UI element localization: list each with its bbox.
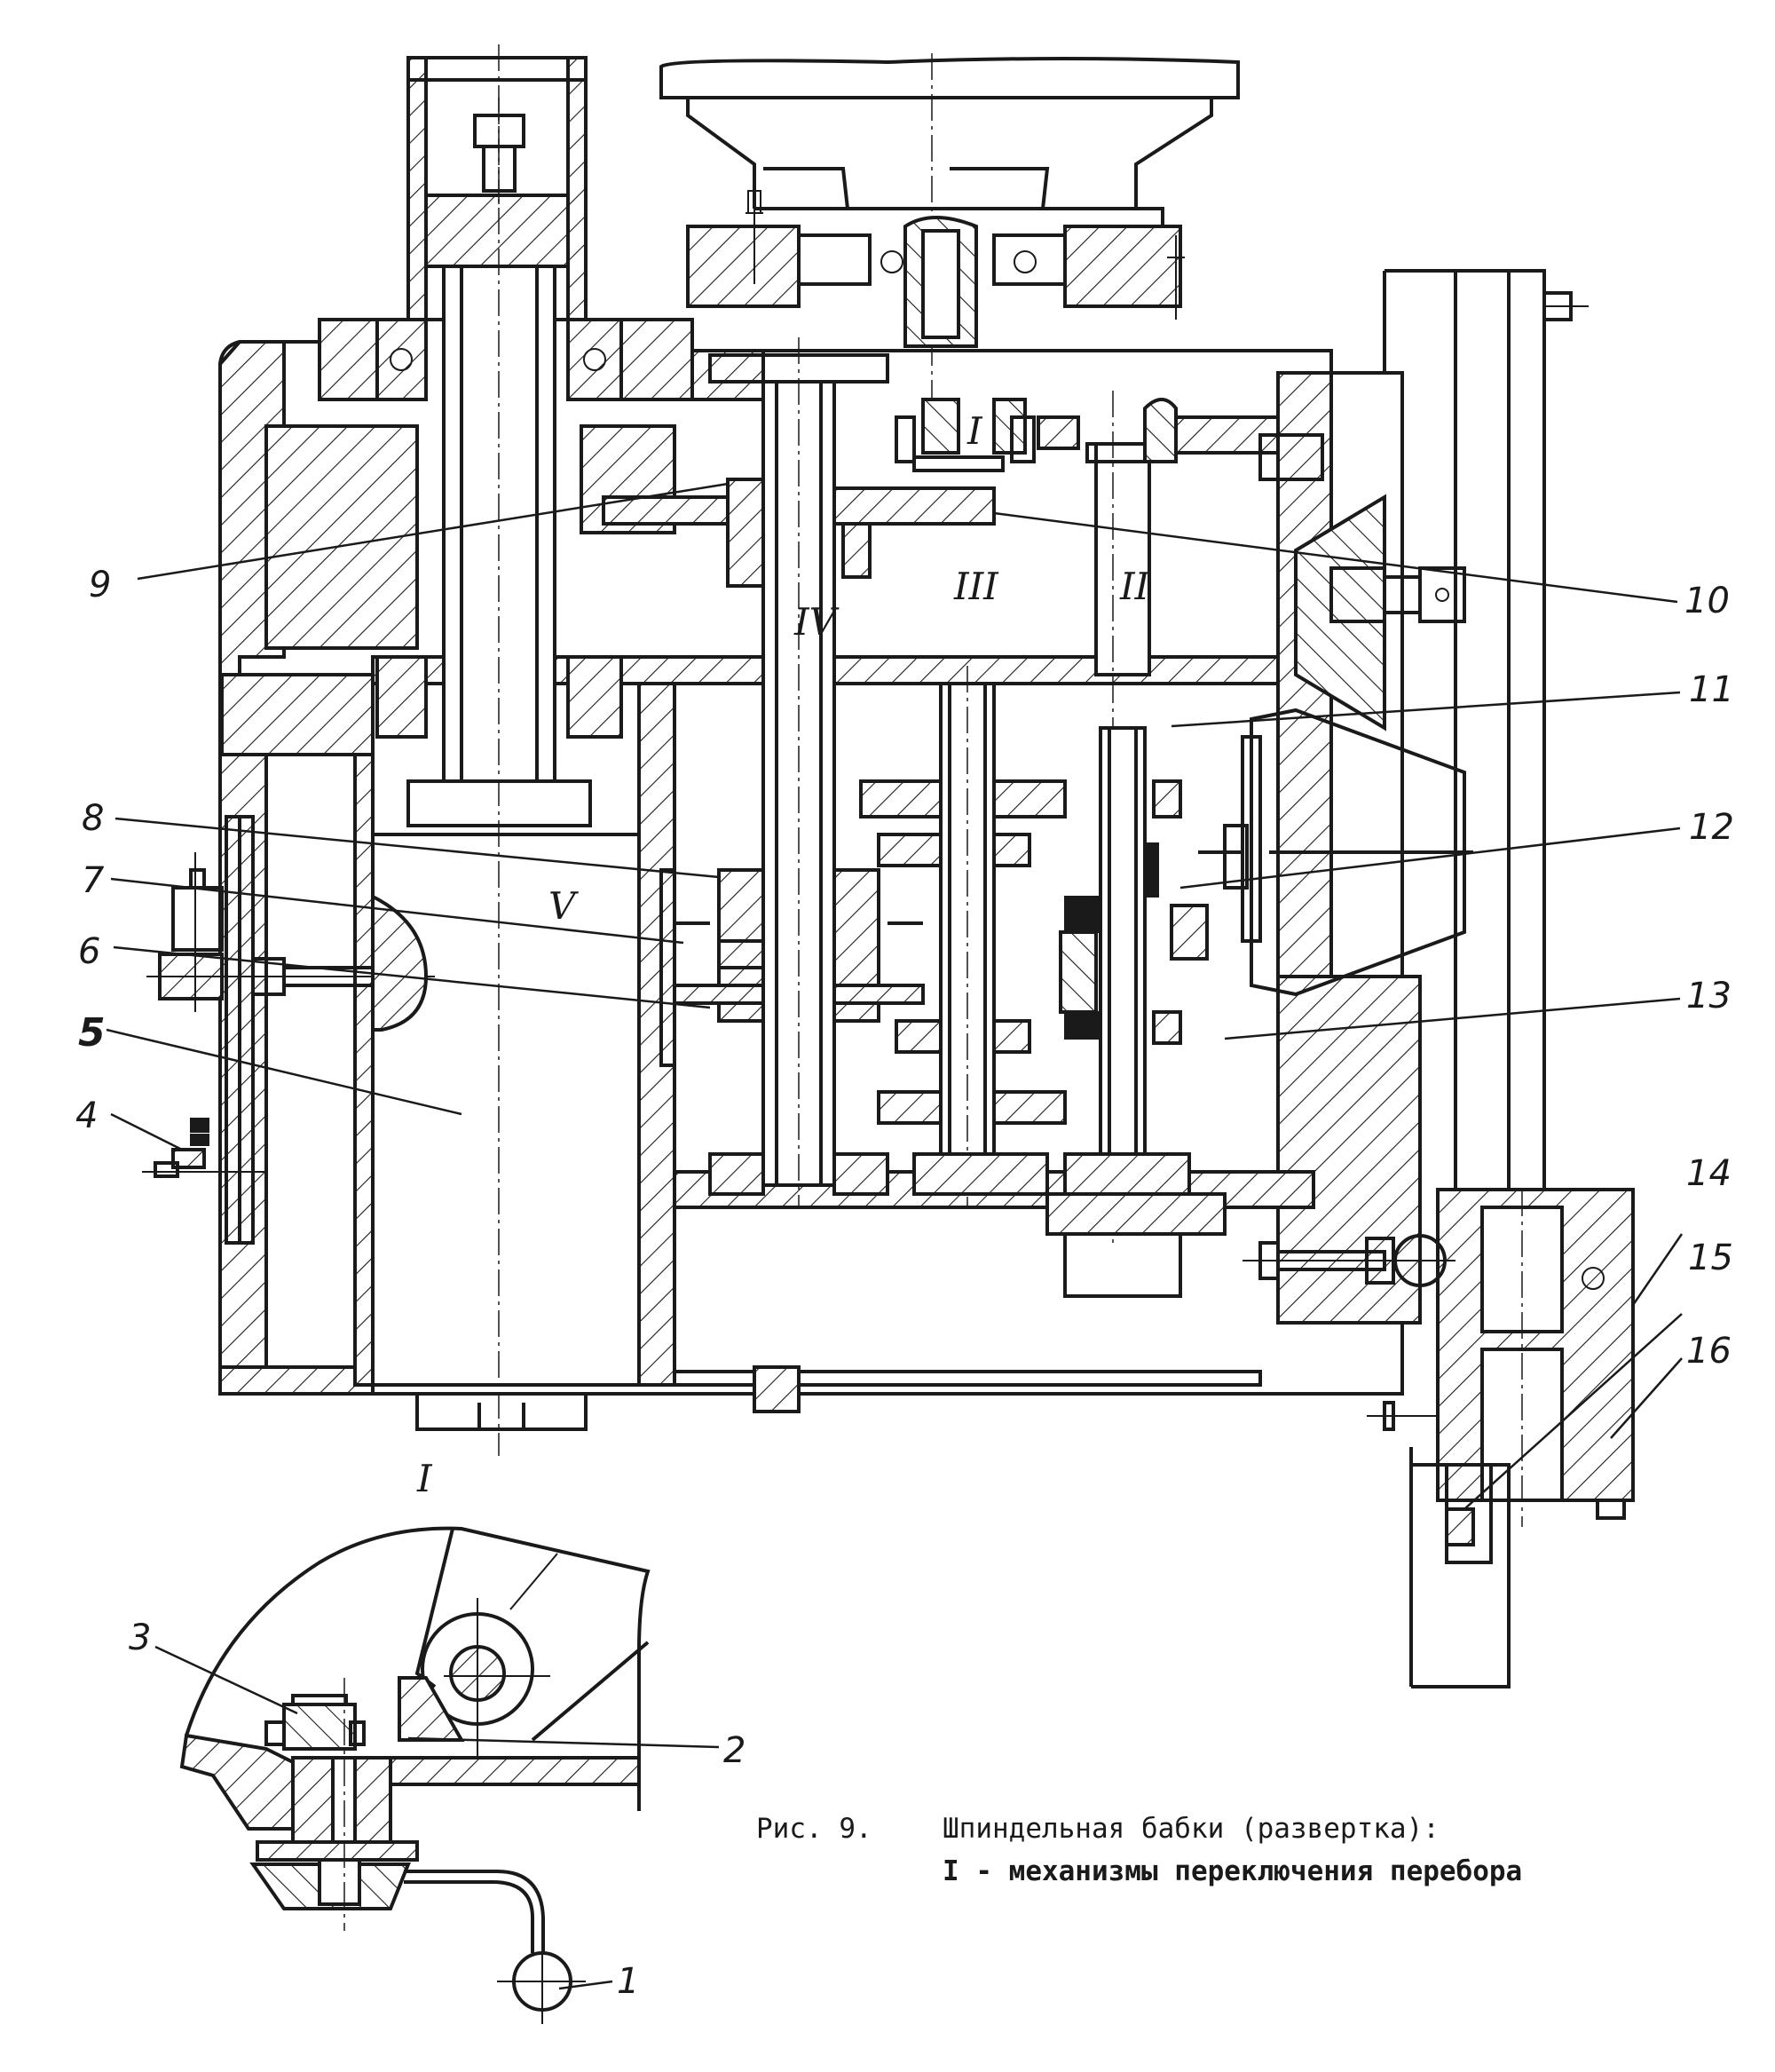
figure-number: Рис. 9. <box>756 1813 872 1845</box>
top-handwheel <box>659 53 1240 408</box>
shaft-v-assembly <box>264 44 676 1456</box>
left-bracket-assembly <box>142 815 435 1245</box>
callout-16: 16 <box>1686 1331 1732 1372</box>
callout-labels: 9 10 11 12 13 14 15 16 8 7 6 5 4 3 2 1 <box>75 565 1734 2002</box>
detail-view-label: I <box>416 1457 433 1500</box>
shaft-labels: I II III IV V I <box>416 409 1151 1500</box>
callout-12: 12 <box>1689 807 1734 848</box>
callout-4: 4 <box>75 1095 98 1136</box>
shaft-label-iv: IV <box>793 600 840 644</box>
shaft-label-i: I <box>966 409 983 453</box>
callout-1: 1 <box>617 1961 639 2002</box>
shaft-label-v: V <box>548 884 579 928</box>
detail-view-i <box>179 1526 651 2024</box>
callout-5: 5 <box>78 1010 106 1056</box>
shaft-iii-ii-assembly <box>859 391 1473 1298</box>
shaft-iv-assembly <box>602 337 996 1413</box>
shaft-label-iii: III <box>953 565 999 608</box>
callout-14: 14 <box>1686 1153 1732 1194</box>
leader-lines <box>106 482 1684 1990</box>
callout-8: 8 <box>82 798 104 839</box>
callout-6: 6 <box>78 931 100 972</box>
callout-9: 9 <box>89 565 111 605</box>
callout-10: 10 <box>1684 581 1730 621</box>
callout-2: 2 <box>723 1730 746 1771</box>
figure-legend-line: I - механизмы переключения перебора <box>943 1855 1523 1887</box>
callout-3: 3 <box>129 1617 151 1658</box>
callout-13: 13 <box>1686 976 1732 1016</box>
callout-15: 15 <box>1688 1238 1733 1278</box>
right-rail-assembly <box>1242 269 1635 1688</box>
figure-title: Шпиндельная бабки (развертка): <box>943 1813 1440 1845</box>
shaft-label-ii: II <box>1119 565 1151 608</box>
top-bearing-block <box>686 190 1185 348</box>
callout-11: 11 <box>1689 669 1734 710</box>
callout-7: 7 <box>82 860 105 901</box>
